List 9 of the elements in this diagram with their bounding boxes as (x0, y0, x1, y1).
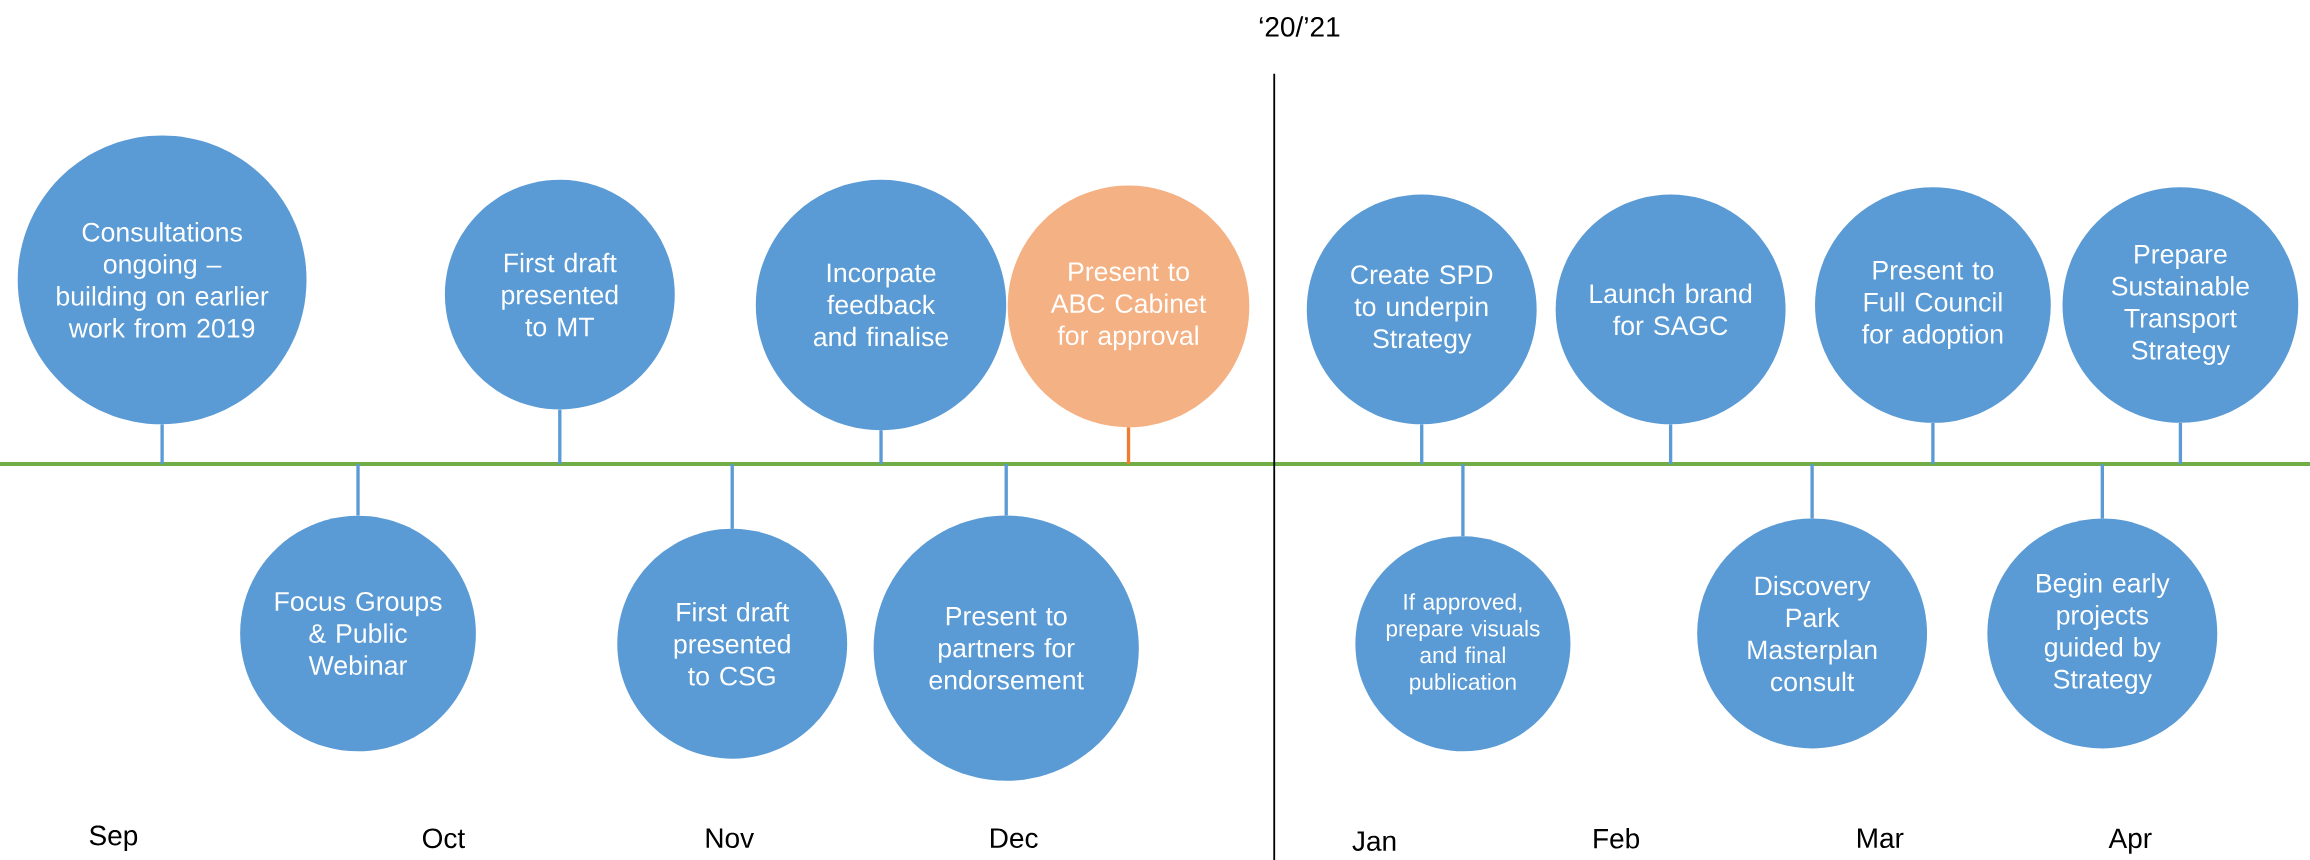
month-label: Oct (422, 828, 465, 849)
month-label: Jan (1352, 831, 1396, 851)
month-label: Feb (1594, 828, 1640, 849)
month-label: Nov (706, 828, 754, 849)
month-label: Sep (89, 825, 138, 851)
month-label: Apr (2108, 828, 2152, 854)
period-label: ‘20/’21 (1259, 16, 1340, 37)
month-label: Dec (991, 828, 1038, 849)
month-label: Mar (1858, 828, 1904, 849)
